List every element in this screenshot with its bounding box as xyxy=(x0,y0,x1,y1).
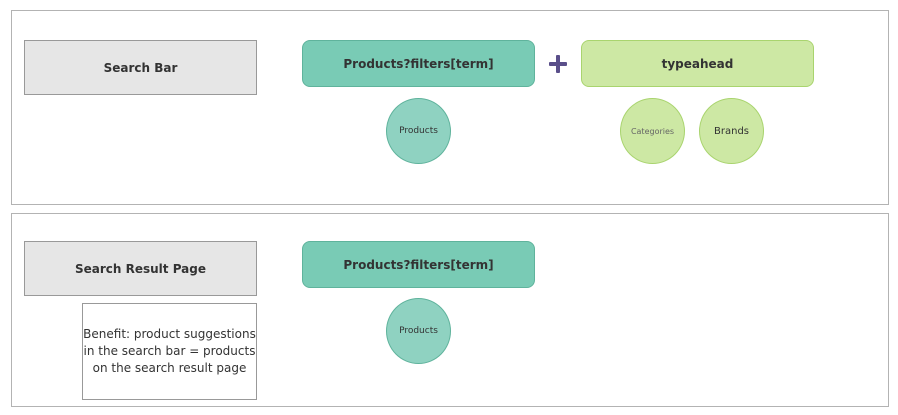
search-result-label: Search Result Page xyxy=(74,261,207,276)
categories-circle: Categories xyxy=(620,98,685,164)
result-products-endpoint-node: Products?filters[term] xyxy=(302,241,535,288)
result-products-endpoint-label: Products?filters[term] xyxy=(343,257,494,272)
brands-circle-label: Brands xyxy=(714,125,749,137)
typeahead-label: typeahead xyxy=(661,56,734,71)
search-result-label-box: Search Result Page xyxy=(24,241,257,296)
categories-circle-label: Categories xyxy=(630,126,675,136)
benefit-note-line: in the search bar = products xyxy=(83,344,256,358)
benefit-note-line: on the search result page xyxy=(92,361,247,375)
search-bar-label: Search Bar xyxy=(103,60,178,75)
result-products-circle: Products xyxy=(386,298,451,364)
products-circle: Products xyxy=(386,98,451,164)
benefit-note-line: Benefit: product suggestions xyxy=(83,327,256,341)
brands-circle: Brands xyxy=(699,98,764,164)
search-bar-label-box: Search Bar xyxy=(24,40,257,95)
products-endpoint-node: Products?filters[term] xyxy=(302,40,535,87)
plus-icon xyxy=(549,55,567,73)
typeahead-node: typeahead xyxy=(581,40,814,87)
products-circle-label: Products xyxy=(399,126,438,136)
result-products-circle-label: Products xyxy=(399,326,438,336)
benefit-note: Benefit: product suggestions in the sear… xyxy=(82,303,257,400)
products-endpoint-label: Products?filters[term] xyxy=(343,56,494,71)
